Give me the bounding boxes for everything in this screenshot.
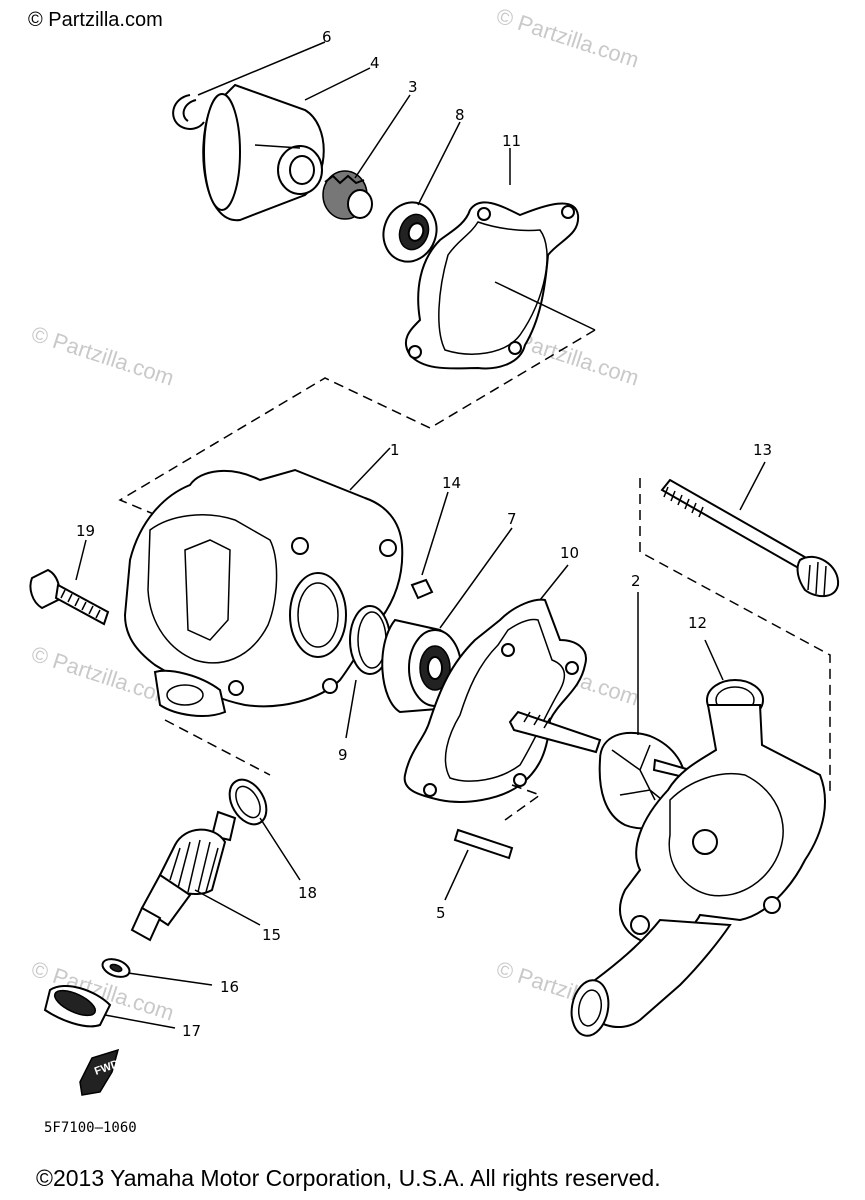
part-3-gear: [322, 94, 411, 220]
callout-5: 5: [436, 904, 446, 922]
part-16-washer: [101, 958, 213, 986]
part-15-shaft: [130, 810, 261, 942]
callout-12: 12: [688, 614, 707, 632]
callout-19: 19: [76, 522, 95, 540]
callout-11: 11: [502, 132, 521, 150]
watermark: © Partzilla.com: [28, 321, 177, 391]
callout-14: 14: [442, 474, 461, 492]
part-7-bearing: [381, 527, 513, 714]
callout-13: 13: [753, 441, 772, 459]
part-5-pin: [444, 784, 542, 901]
copyright: ©2013 Yamaha Motor Corporation, U.S.A. A…: [36, 1165, 661, 1191]
watermark-top-left: © Partzilla.com: [28, 9, 163, 31]
callout-6: 6: [322, 28, 332, 46]
callout-1: 1: [390, 441, 400, 459]
part-17-seal: [43, 985, 176, 1029]
callout-7: 7: [507, 510, 517, 528]
part-11-gasket: [404, 148, 596, 370]
part-18-washer: [228, 778, 301, 881]
callout-10: 10: [560, 544, 579, 562]
watermark: © Partzilla.com: [493, 3, 642, 73]
callout-18: 18: [298, 884, 317, 902]
part-14-pin: [410, 491, 449, 600]
part-4-gear: [202, 67, 371, 222]
callout-17: 17: [182, 1022, 201, 1040]
part-19-bolt: [29, 539, 110, 626]
callout-9: 9: [338, 746, 348, 764]
callout-15: 15: [262, 926, 281, 944]
part-8-bearing: [382, 121, 461, 263]
callout-8: 8: [455, 106, 465, 124]
callout-2: 2: [631, 572, 641, 590]
callout-16: 16: [220, 978, 239, 996]
callout-4: 4: [370, 54, 380, 72]
part-12-cover: [570, 639, 826, 1037]
part-1-housing: [123, 447, 404, 717]
part-6-circlip: [172, 41, 326, 130]
diagram-code: 5F7100—1060: [44, 1120, 137, 1136]
callout-3: 3: [408, 78, 418, 96]
fwd-arrow-icon: FWD: [79, 1048, 121, 1096]
part-10-gasket: [403, 564, 587, 803]
part-13-bolt: [660, 461, 840, 598]
